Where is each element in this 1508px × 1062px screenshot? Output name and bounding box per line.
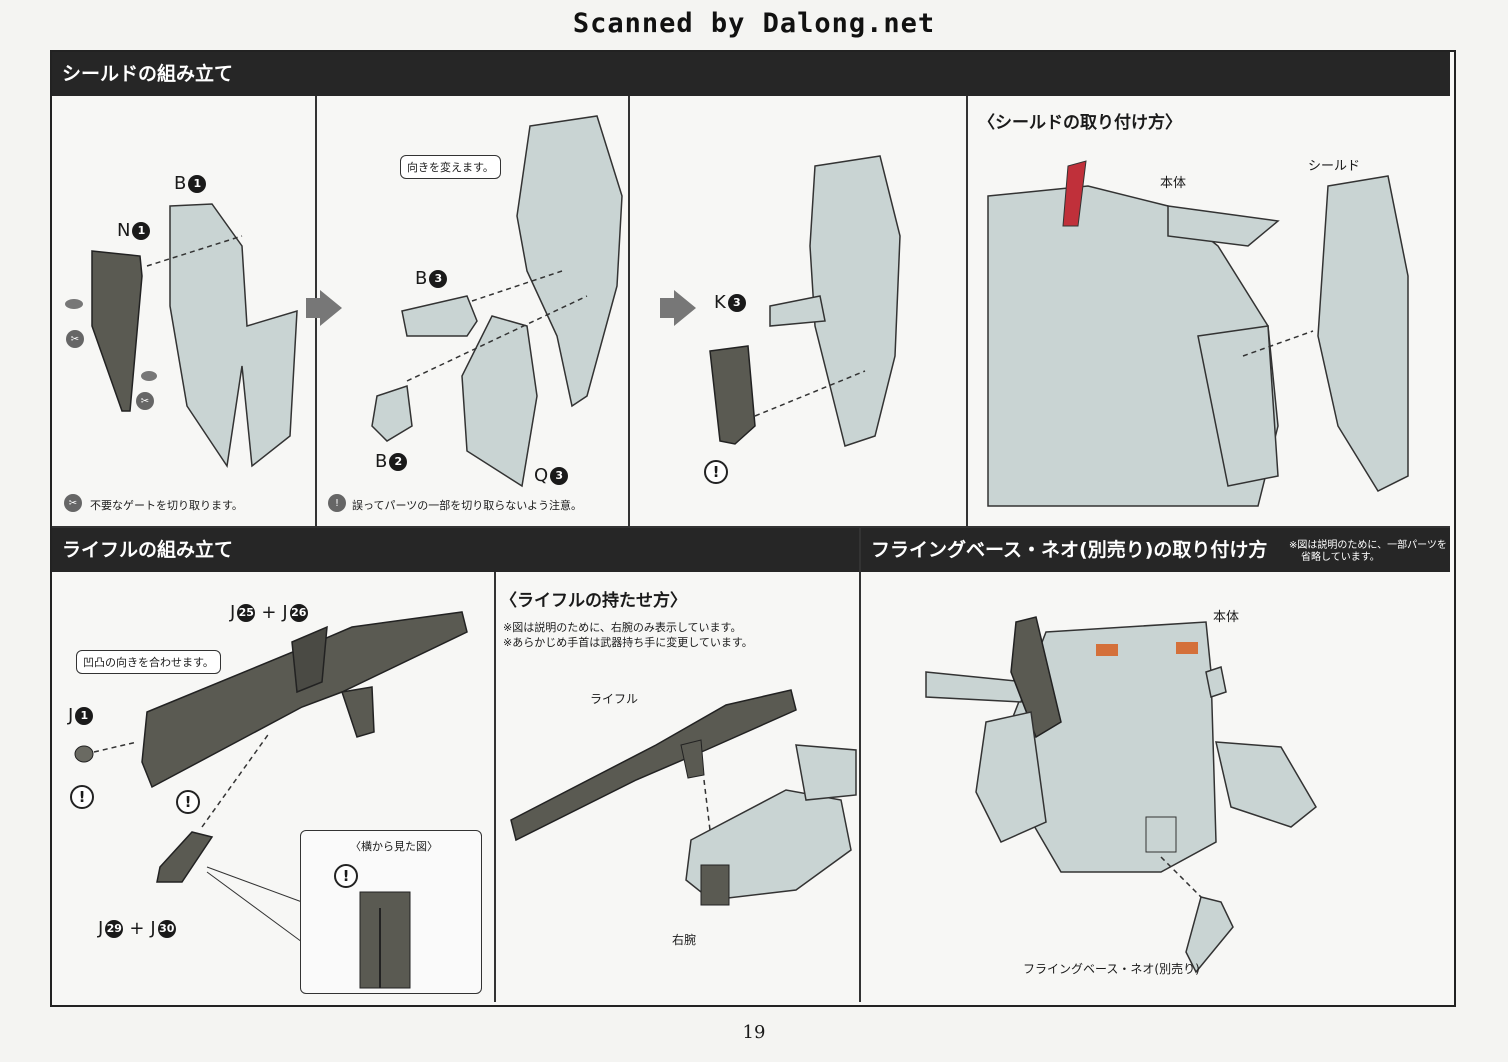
shield-attach-illustration — [987, 160, 1409, 507]
caution-icon: ! — [704, 460, 728, 484]
label-body: 本体 — [1160, 176, 1187, 191]
caution-icon: ! — [176, 790, 200, 814]
rifle-assembly-illustration — [74, 611, 468, 943]
label-rifle: ライフル — [590, 692, 639, 706]
scan-watermark: Scanned by Dalong.net — [572, 8, 936, 39]
caution-cut-icon: ! — [328, 494, 346, 512]
divider — [628, 96, 630, 526]
gate-cut-icon: ✂ — [66, 330, 84, 348]
label-right-arm: 右腕 — [672, 933, 697, 947]
side-view-title: 〈横から見た図〉 — [350, 840, 438, 853]
rifle-section-header: ライフルの組み立て — [52, 528, 859, 572]
label-shield: シールド — [1308, 159, 1361, 174]
shield-section-header: シールドの組み立て — [52, 52, 1450, 96]
rifle-section-title: ライフルの組み立て — [62, 539, 234, 561]
flying-base-note-2: 省略しています。 — [1301, 552, 1380, 563]
divider — [52, 526, 1450, 528]
side-view-illustration — [359, 891, 411, 989]
gate-cut-icon: ✂ — [136, 392, 154, 410]
callout-align-notch: 凹凸の向きを合わせます。 — [76, 650, 221, 674]
divider — [859, 528, 861, 1002]
flying-base-section-title: フライングベース・ネオ(別売り)の取り付け方 — [871, 539, 1268, 561]
hold-rifle-illustration — [510, 689, 857, 906]
gate-cut-icon: ✂ — [64, 494, 82, 512]
flying-base-note-1: ※図は説明のために、一部パーツを — [1289, 540, 1447, 551]
shield-step2-illustration — [371, 115, 623, 488]
divider — [966, 96, 968, 526]
caution-icon: ! — [70, 785, 94, 809]
shield-section-title: シールドの組み立て — [62, 63, 234, 85]
label-flying-base: フライングベース・ネオ(別売り) — [1023, 962, 1200, 976]
callout-change-orientation: 向きを変えます。 — [400, 155, 501, 179]
shield-step1-illustration — [65, 203, 298, 469]
shield-step3-illustration — [709, 155, 901, 447]
note-gate: 不要なゲートを切り取ります。 — [90, 499, 243, 512]
divider — [494, 572, 496, 1002]
attach-shield-title: 〈シールドの取り付け方〉 — [978, 113, 1182, 133]
label-body: 本体 — [1213, 610, 1240, 625]
caution-icon: ! — [334, 864, 358, 888]
flying-base-illustration — [925, 616, 1317, 974]
hold-note-1: ※図は説明のために、右腕のみ表示しています。 — [503, 621, 742, 634]
hold-rifle-title: 〈ライフルの持たせ方〉 — [500, 591, 687, 611]
page-number: 19 — [742, 1022, 766, 1043]
hold-note-2: ※あらかじめ手首は武器持ち手に変更しています。 — [503, 636, 753, 649]
flying-base-section-header: フライングベース・ネオ(別売り)の取り付け方 ※図は説明のために、一部パーツを … — [861, 528, 1450, 572]
note-careful: 誤ってパーツの一部を切り取らないよう注意。 — [352, 499, 583, 512]
